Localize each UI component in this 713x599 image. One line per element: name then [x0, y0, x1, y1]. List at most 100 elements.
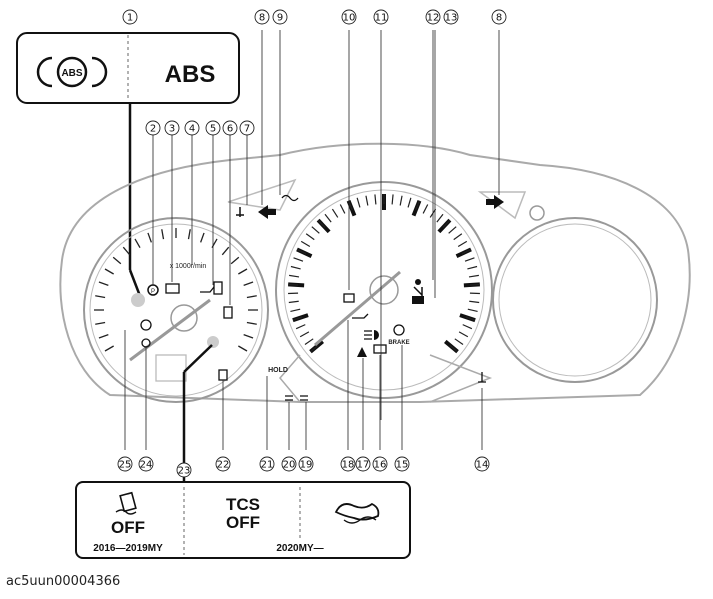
- speedometer-minor-tick: [374, 194, 377, 205]
- callout-circle: [259, 456, 275, 472]
- airbag-icon: [412, 296, 424, 304]
- tachometer-ticks: [94, 228, 258, 352]
- callout-number: 10: [343, 13, 356, 24]
- speedometer-minor-tick: [469, 300, 480, 304]
- speedometer-minor-tick: [453, 233, 463, 241]
- hold-label: HOLD: [268, 367, 288, 374]
- speedometer-minor-tick: [289, 274, 300, 278]
- info-display: [155, 354, 187, 382]
- speedometer-minor-tick: [391, 194, 394, 205]
- callout-number: 8: [496, 13, 502, 24]
- callout-circle: [215, 456, 231, 472]
- speedometer-ticks: [288, 194, 480, 354]
- year-right-label: 2020MY—: [276, 543, 323, 554]
- speedometer-minor-tick: [458, 331, 469, 338]
- speedometer-minor-tick: [304, 338, 314, 345]
- high-beam-icon: [364, 330, 379, 340]
- battery-icon: [373, 344, 387, 354]
- speedometer-minor-tick: [468, 274, 479, 278]
- speedometer-minor-tick: [311, 226, 320, 234]
- tachometer-tick: [200, 232, 205, 243]
- speedometer-minor-tick: [365, 195, 369, 206]
- callout-number: 8: [259, 13, 265, 24]
- abs-label: ABS: [165, 61, 216, 88]
- callout-circle: [117, 456, 133, 472]
- turn-signal-right-icon: [486, 195, 504, 209]
- speedometer-minor-tick: [300, 240, 311, 247]
- tachometer-unit-label: x 1000r/min: [170, 263, 207, 270]
- callout-number: 5: [210, 124, 216, 135]
- abs-inset-box: ABS ABS: [16, 32, 240, 104]
- speedometer-minor-tick: [461, 248, 472, 255]
- speedometer-minor-tick: [422, 204, 429, 214]
- speedometer-minor-tick: [317, 219, 326, 228]
- cluster-housing: [59, 142, 691, 403]
- speedometer-minor-tick: [339, 204, 346, 214]
- speedometer-minor-tick: [448, 226, 457, 234]
- glow-plug-icon: [281, 194, 299, 202]
- callout-number: 25: [119, 460, 132, 471]
- callout-circle: [281, 456, 297, 472]
- speedometer-minor-tick: [399, 195, 403, 206]
- parking-brake-icon: P: [147, 284, 159, 296]
- tachometer-needle: [129, 298, 211, 362]
- callout-circle: [425, 9, 441, 25]
- tachometer-tick: [95, 295, 106, 299]
- speedometer-minor-tick: [324, 213, 332, 223]
- callout-circle: [205, 120, 221, 136]
- speedometer-minor-tick: [454, 338, 464, 345]
- callout-number: 12: [427, 13, 440, 24]
- tachometer-tick: [243, 334, 254, 339]
- callout-number: 4: [189, 124, 195, 135]
- callout-circle: [184, 120, 200, 136]
- tachometer-tick: [243, 281, 254, 286]
- speedometer-minor-tick: [295, 324, 306, 330]
- speedometer-minor-tick: [449, 344, 458, 353]
- rear-fog-icon: [300, 395, 308, 401]
- callout-number: 15: [396, 460, 409, 471]
- callout-circle: [355, 456, 371, 472]
- callout-circle: [164, 120, 180, 136]
- callout-number: 11: [375, 13, 388, 24]
- callout-number: 7: [244, 124, 250, 135]
- fuel-door-icon: [478, 372, 486, 383]
- speedometer-minor-tick: [305, 233, 315, 241]
- oil-icon: [352, 313, 369, 319]
- fuel-icon: [213, 281, 223, 295]
- speedometer-minor-tick: [299, 331, 310, 338]
- tcs-label-line1: TCS: [226, 495, 260, 514]
- callout-number: 3: [169, 124, 175, 135]
- callout-leaders: [124, 30, 500, 450]
- speedometer-minor-tick: [442, 219, 451, 228]
- abs-warning-icon: ABS: [36, 56, 108, 88]
- turn-signal-left-icon: [258, 205, 276, 219]
- speedometer-minor-tick: [310, 344, 319, 353]
- tachometer-tick: [95, 321, 106, 325]
- tachometer-tick: [221, 246, 230, 256]
- speedometer-minor-tick: [290, 308, 301, 313]
- tcs-off-left-label: OFF: [111, 518, 145, 537]
- figure-id: ac5uun00004366: [6, 574, 121, 589]
- callout-circle: [443, 9, 459, 25]
- callout-circle: [341, 9, 357, 25]
- door-ajar-icon: [343, 293, 355, 303]
- brake-label: BRAKE: [388, 340, 409, 346]
- tachometer-tick: [230, 256, 240, 265]
- tachometer-tick: [147, 232, 152, 243]
- callout-number: 2: [150, 124, 156, 135]
- speedometer-minor-tick: [288, 300, 299, 304]
- callout-number: 14: [476, 460, 489, 471]
- callout-circle: [176, 462, 192, 478]
- tachometer-tick: [104, 268, 114, 275]
- skid-icon: [218, 369, 228, 381]
- tachometer-tick: [238, 345, 248, 352]
- speedometer-minor-tick: [293, 257, 304, 262]
- callout-circle: [491, 9, 507, 25]
- callout-number: 20: [283, 460, 296, 471]
- speedometer-minor-tick: [436, 213, 444, 223]
- callout-number: 13: [445, 13, 458, 24]
- tachometer-tick: [246, 321, 257, 325]
- callout-circle: [272, 9, 288, 25]
